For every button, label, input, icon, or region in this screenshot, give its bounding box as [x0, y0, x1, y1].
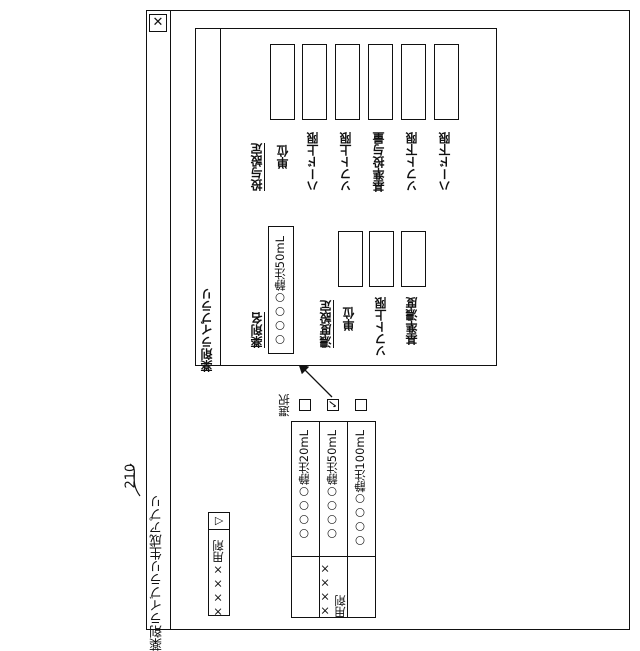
drug-name-value: ○○○○静注50mL [275, 236, 287, 347]
dose-hard-upper-field[interactable] [302, 44, 327, 120]
conc-label-base: 基準濃度 [406, 297, 418, 345]
drug-name-label: 薬剤名 [251, 312, 263, 348]
conc-label-soft-upper: ソフト上限 [375, 297, 387, 357]
category-dropdown-value: ××××用剤 [213, 540, 225, 619]
dose-label-hard-upper: ハード上限 [307, 132, 319, 192]
dose-label-hard-lower: ハード下限 [439, 132, 451, 192]
conc-soft-upper-field[interactable] [369, 231, 394, 287]
table-row-2[interactable]: ○○○○静注50mL [327, 430, 339, 541]
title-bar-divider [170, 10, 171, 630]
conc-label-unit: 単位 [343, 307, 355, 331]
table-group-divider [291, 556, 376, 557]
close-button[interactable]: ✕ [149, 14, 167, 32]
panel-title: 薬剤ライブラリ [201, 288, 213, 372]
dose-label-base: 基準投与量 [373, 132, 385, 192]
dose-heading: 投与設定 [251, 143, 263, 191]
panel-title-divider [220, 28, 221, 366]
dose-base-field[interactable] [368, 44, 393, 120]
window-title: 薬剤ライブラリ生成アプリ [151, 495, 164, 651]
dose-soft-upper-field[interactable] [335, 44, 360, 120]
select-header: 選択 [279, 394, 291, 417]
dose-unit-field[interactable] [270, 44, 295, 120]
dose-hard-lower-field[interactable] [434, 44, 459, 120]
dropdown-divider [208, 529, 230, 530]
close-icon: ✕ [153, 15, 164, 30]
table-row-1[interactable]: ○○○○静注20mL [299, 430, 311, 541]
dose-label-soft-upper: ソフト上限 [340, 132, 352, 192]
dose-label-unit: 単位 [277, 145, 289, 169]
table-row-3[interactable]: ○○○○静注100mL [355, 430, 367, 549]
concentration-heading: 濃度設定 [320, 300, 332, 348]
chevron-glyph: ▽ [212, 517, 225, 525]
chevron-down-icon[interactable]: ▽ [211, 513, 227, 529]
reference-leader [126, 462, 146, 502]
conc-unit-field[interactable] [338, 231, 363, 287]
dose-soft-lower-field[interactable] [401, 44, 426, 120]
table-group-label: ×××× 用剤 [318, 562, 350, 618]
conc-base-field[interactable] [401, 231, 426, 287]
select-checkbox-3[interactable] [355, 399, 367, 411]
dose-label-soft-lower: ソフト下限 [406, 132, 418, 192]
